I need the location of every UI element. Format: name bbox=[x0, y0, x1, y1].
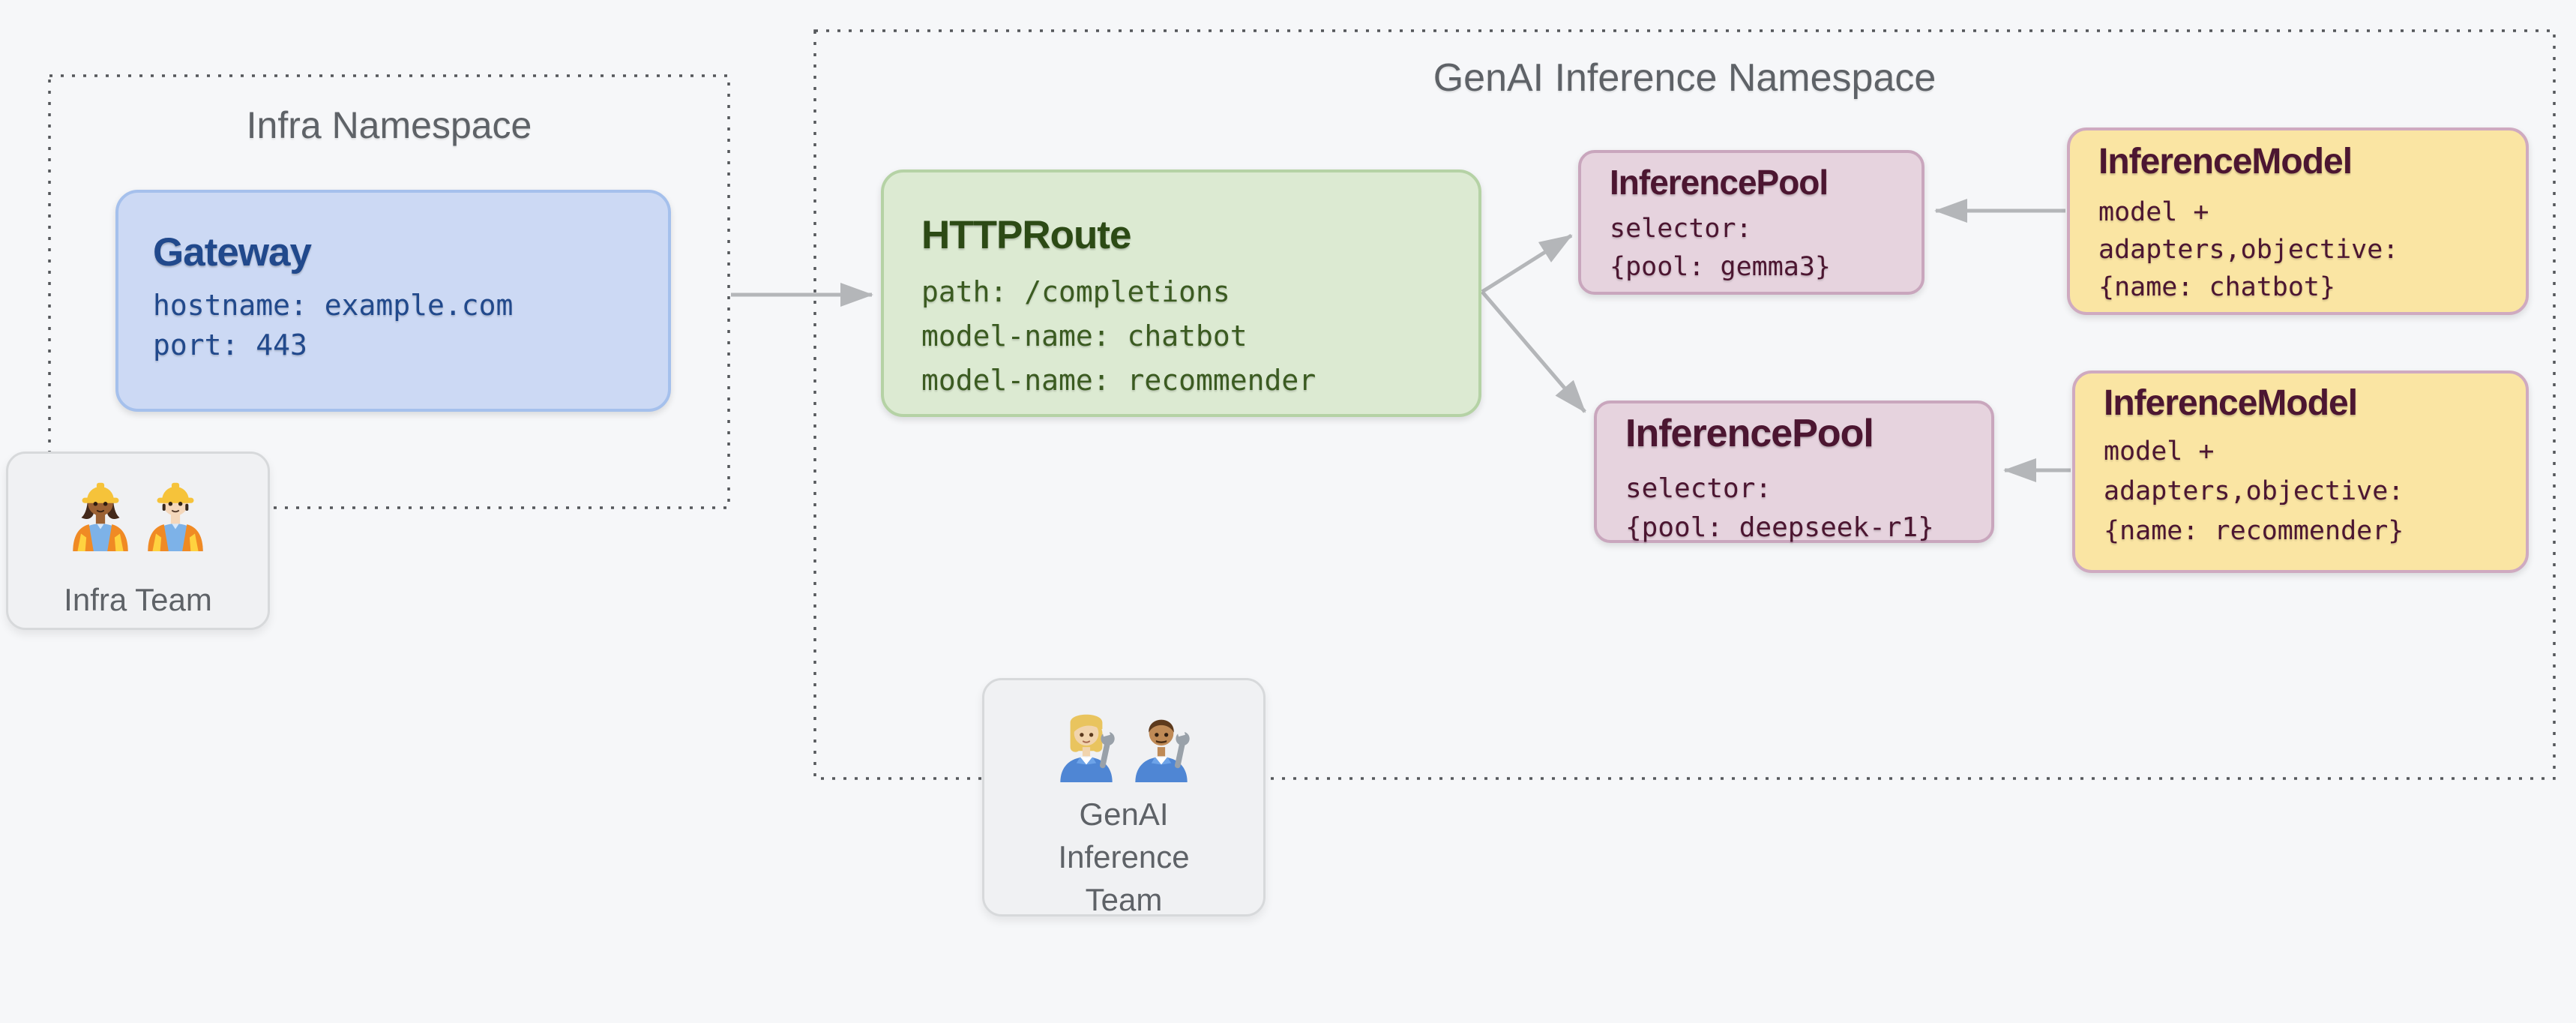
pool2-line-selector: selector: bbox=[1625, 473, 1772, 504]
infra-namespace-title: Infra Namespace bbox=[246, 104, 532, 146]
man-mechanic-icon bbox=[1135, 719, 1190, 782]
pool1-line-pool-gemma3: {pool: gemma3} bbox=[1610, 252, 1832, 282]
pool2-line-pool-deepseek: {pool: deepseek-r1} bbox=[1625, 512, 1934, 543]
inference-model-title: InferenceModel bbox=[2098, 142, 2353, 182]
model1-line-model: model + bbox=[2098, 197, 2209, 227]
woman-construction-worker-icon bbox=[73, 482, 128, 551]
arrow-httproute-to-pool1 bbox=[1481, 233, 1573, 294]
woman-mechanic-icon bbox=[1060, 714, 1115, 782]
genai-team-label-line3: Team bbox=[1085, 882, 1163, 917]
infra-team-card: Infra Team bbox=[6, 452, 270, 630]
genai-namespace-outline bbox=[813, 29, 2556, 780]
genai-namespace-title: GenAI Inference Namespace bbox=[1433, 56, 1936, 100]
gateway-line-port: port: 443 bbox=[153, 328, 307, 362]
inference-model-title: InferenceModel bbox=[2104, 383, 2358, 423]
arrow-httproute-to-pool2 bbox=[1481, 290, 1586, 413]
man-construction-worker-icon bbox=[148, 482, 203, 551]
model1-line-adapters: adapters,objective: bbox=[2098, 235, 2399, 265]
wrench-icon bbox=[1174, 727, 1190, 769]
httproute-line-model-recommender: model-name: recommender bbox=[921, 364, 1316, 397]
inference-model-recommender-node: InferenceModel model + adapters,objectiv… bbox=[2072, 370, 2529, 573]
gateway-line-hostname: hostname: example.com bbox=[153, 289, 514, 322]
pool1-line-selector: selector: bbox=[1610, 214, 1752, 244]
gateway-title: Gateway bbox=[153, 230, 312, 274]
httproute-node: HTTPRoute path: /completions model-name:… bbox=[881, 170, 1481, 417]
genai-inference-team-card: GenAI Inference Team bbox=[982, 678, 1266, 917]
httproute-title: HTTPRoute bbox=[921, 213, 1132, 257]
infra-namespace-outline bbox=[48, 74, 730, 509]
infra-team-label: Infra Team bbox=[64, 582, 212, 617]
inference-pool-title: InferencePool bbox=[1610, 163, 1829, 202]
wrench-icon bbox=[1099, 727, 1115, 769]
inference-pool-title: InferencePool bbox=[1625, 412, 1874, 455]
gateway-node: Gateway hostname: example.com port: 443 bbox=[115, 190, 671, 412]
genai-team-label-line2: Inference bbox=[1058, 839, 1190, 874]
model2-line-model: model + bbox=[2104, 436, 2215, 466]
genai-team-label-line1: GenAI bbox=[1079, 796, 1169, 832]
httproute-line-path: path: /completions bbox=[921, 275, 1230, 308]
inference-pool-gemma3-node: InferencePool selector: {pool: gemma3} bbox=[1578, 150, 1925, 295]
model1-line-name-chatbot: {name: chatbot} bbox=[2098, 272, 2336, 302]
inference-pool-deepseek-node: InferencePool selector: {pool: deepseek-… bbox=[1594, 400, 1994, 543]
httproute-line-model-chatbot: model-name: chatbot bbox=[921, 320, 1248, 352]
model2-line-name-recommender: {name: recommender} bbox=[2104, 516, 2404, 546]
model2-line-adapters: adapters,objective: bbox=[2104, 476, 2404, 506]
inference-model-chatbot-node: InferenceModel model + adapters,objectiv… bbox=[2067, 128, 2529, 315]
